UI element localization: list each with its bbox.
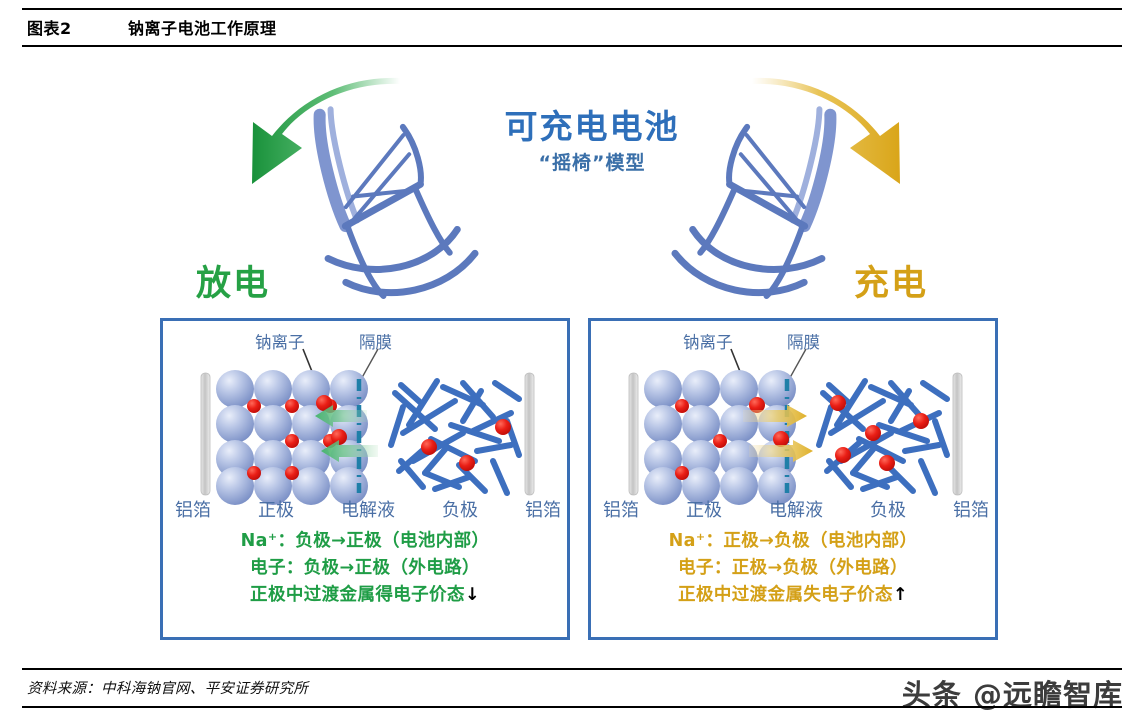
discharge-curved-arrow <box>252 77 400 184</box>
ion-flow-arrow-upper <box>315 405 367 427</box>
ion-flow-arrow-lower <box>321 440 378 462</box>
migrating-ion-lower <box>331 429 347 445</box>
axis-label-electrolyte: 电解液 <box>769 500 823 521</box>
axis-label-anode: 负极 <box>870 500 906 521</box>
migrating-ion-lower <box>773 431 789 447</box>
axis-label-foil-left: 铝箔 <box>175 500 211 521</box>
axis-label-cathode: 正极 <box>686 500 722 521</box>
charge-curved-arrow <box>752 77 900 184</box>
axis-label-anode: 负极 <box>442 500 478 521</box>
foil-right <box>952 372 963 496</box>
axis-label-foil-right: 铝箔 <box>953 500 989 521</box>
axis-label-foil-right: 铝箔 <box>525 500 561 521</box>
discharge-cell-schematic <box>200 348 535 505</box>
charge-equation-line-1: Na⁺：正极→负极（电池内部） <box>668 531 918 551</box>
source-note: 资料来源：中科海钠官网、平安证券研究所 <box>27 681 309 697</box>
rocking-chair-left <box>313 106 479 299</box>
sodium-ion-annotation: 钠离子 <box>255 333 305 352</box>
charge-equation-line-2: 电子：正极→负极（外电路） <box>678 558 908 578</box>
cathode-sodium-ions <box>675 399 727 480</box>
anode-sodium-ions <box>830 395 929 471</box>
axis-label-foil-left: 铝箔 <box>603 500 639 521</box>
rocking-chair-right <box>671 106 837 299</box>
header-rule-top <box>22 8 1122 10</box>
rechargeable-battery-title: 可充电电池 <box>504 107 680 146</box>
rocking-chair-model-subtitle: “摇椅”模型 <box>538 152 646 174</box>
discharge-valence-text: 正极中过渡金属得电子价态 <box>250 585 465 605</box>
discharge-equation-line-3: 正极中过渡金属得电子价态↓ <box>163 581 567 606</box>
migrating-ion-upper <box>749 397 765 413</box>
ion-flow-arrow-lower <box>749 440 813 462</box>
electrode-axis-labels: 铝箔 正极 电解液 负极 铝箔 <box>169 496 567 522</box>
foil-left <box>628 372 639 496</box>
cathode-sodium-ions <box>247 399 337 480</box>
anode-sodium-ions <box>421 419 511 471</box>
diagram-stage: 可充电电池 “摇椅”模型 放电 充电 钠离子 隔膜 <box>0 52 1143 664</box>
rocking-chair-illustration <box>252 77 900 299</box>
header-rule-bottom <box>22 45 1122 47</box>
footer-rule-bottom <box>22 706 1122 708</box>
discharge-equation-line-2: 电子：负极→正极（外电路） <box>250 558 480 578</box>
foil-right <box>524 372 535 496</box>
axis-label-cathode: 正极 <box>258 500 294 521</box>
footer-rule-top <box>22 668 1122 670</box>
electrode-axis-labels: 铝箔 正极 电解液 负极 铝箔 <box>597 496 995 522</box>
anode-hard-carbon <box>388 378 522 496</box>
discharge-label: 放电 <box>196 264 271 304</box>
separator-annotation: 隔膜 <box>787 333 820 352</box>
discharge-equation-line-1: Na⁺：负极→正极（电池内部） <box>240 531 490 551</box>
charge-cell-schematic <box>628 348 963 505</box>
charge-label: 充电 <box>854 264 929 304</box>
axis-label-electrolyte: 电解液 <box>341 500 395 521</box>
charge-valence-text: 正极中过渡金属失电子价态 <box>678 585 893 605</box>
foil-left <box>200 372 211 496</box>
migrating-ion-upper <box>316 395 332 411</box>
discharge-cell-panel: 钠离子 隔膜 <box>160 318 570 640</box>
down-arrow-icon: ↓ <box>464 585 480 605</box>
up-arrow-icon: ↑ <box>892 585 908 605</box>
charge-cell-panel: 钠离子 隔膜 <box>588 318 998 640</box>
charge-equation-line-3: 正极中过渡金属失电子价态↑ <box>591 581 995 606</box>
separator-annotation: 隔膜 <box>359 333 392 352</box>
figure-label: 图表2 <box>27 19 72 38</box>
ion-flow-arrow-upper <box>743 405 807 427</box>
page-title: 钠离子电池工作原理 <box>128 19 277 38</box>
sodium-ion-annotation: 钠离子 <box>683 333 733 352</box>
